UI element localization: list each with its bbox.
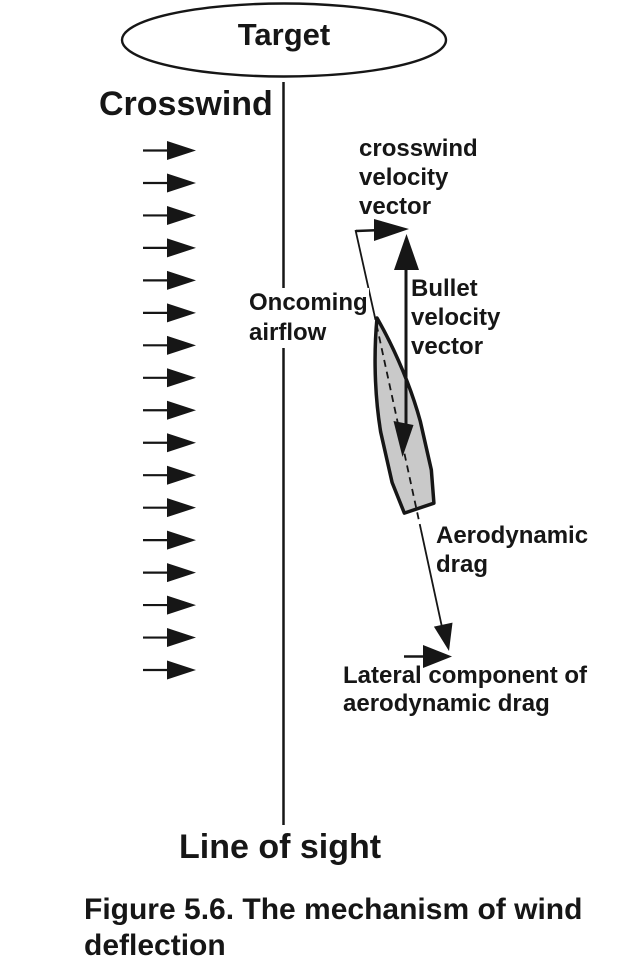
crosswind-arrow [141, 626, 198, 649]
crosswind-arrow [141, 302, 198, 324]
label-line: Oncoming [249, 289, 368, 316]
crosswind-arrow [141, 367, 198, 389]
crosswind-arrow [141, 269, 198, 291]
crosswind-arrow [141, 334, 198, 356]
crosswind-arrow [141, 594, 198, 616]
lateral-component-label: Lateral component of aerodynamic drag [343, 662, 587, 718]
figure-caption: Figure 5.6. The mechanism of wind deflec… [84, 892, 582, 964]
label-line: vector [359, 193, 432, 220]
crosswind-arrow [141, 529, 198, 551]
label-line: drag [436, 551, 489, 578]
crosswind-velocity-arrowhead [374, 219, 409, 241]
label-line: aerodynamic drag [343, 690, 550, 717]
crosswind-arrow [141, 237, 198, 259]
label-line: crosswind [359, 135, 478, 162]
bullet-velocity-vector-label: Bullet velocity vector [411, 274, 500, 361]
line-of-sight-label: Line of sight [179, 828, 382, 866]
crosswind-velocity-vector-label: crosswind velocity vector [359, 134, 478, 221]
caption-line: deflection [84, 929, 226, 962]
label-line: velocity [411, 304, 501, 331]
label-line: Bullet [411, 275, 478, 302]
label-line: velocity [359, 164, 449, 191]
aerodynamic-drag-arrowhead [433, 622, 453, 651]
label-line: Lateral component of [343, 662, 588, 689]
crosswind-arrows [141, 139, 198, 681]
label-line: airflow [249, 319, 327, 346]
label-line: Aerodynamic [436, 522, 589, 549]
crosswind-arrow [141, 464, 198, 486]
bullet-velocity-arrow [393, 234, 419, 457]
bullet-velocity-arrowhead-up [394, 234, 419, 270]
crosswind-arrow [141, 562, 198, 584]
label-line: vector [411, 333, 484, 360]
oncoming-airflow-label: Oncoming airflow [248, 288, 369, 348]
airflow-arrowhead-down [393, 421, 414, 457]
crosswind-velocity-arrow [355, 219, 409, 241]
crosswind-arrow [141, 659, 198, 681]
drag-axis-line [354, 229, 453, 651]
crosswind-arrow [141, 139, 198, 162]
bullet-shape [373, 316, 436, 515]
target-ellipse [120, 2, 448, 78]
caption-line: Figure 5.6. The mechanism of wind [84, 893, 583, 926]
crosswind-arrow [141, 204, 198, 227]
crosswind-arrow [141, 497, 198, 519]
bullet-axis-dashed-line [373, 312, 422, 531]
crosswind-arrow [141, 399, 198, 421]
crosswind-label: Crosswind [99, 85, 273, 123]
lateral-drag-arrowhead [423, 645, 452, 668]
crosswind-arrow [141, 432, 198, 454]
crosswind-arrow [141, 172, 198, 194]
lateral-drag-arrow [404, 645, 452, 668]
target-label: Target [237, 17, 331, 52]
aerodynamic-drag-label: Aerodynamic drag [436, 521, 588, 579]
